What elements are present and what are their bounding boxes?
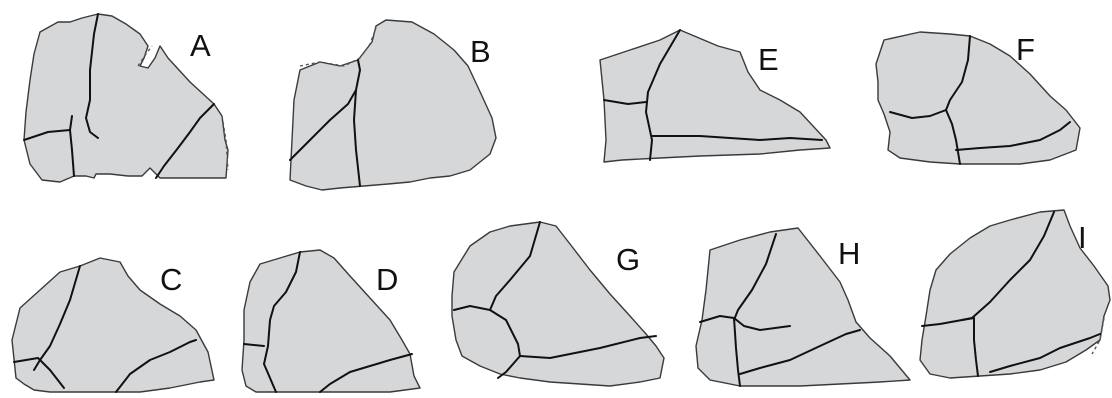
- panel-label-c: C: [160, 262, 182, 297]
- fragment-d: D: [242, 250, 420, 392]
- panel-label-a: A: [190, 28, 211, 63]
- fragment-h: H: [696, 228, 910, 386]
- fragment-i: I: [920, 210, 1110, 378]
- panel-label-h: H: [838, 236, 860, 271]
- panel-label-b: B: [470, 34, 491, 69]
- panel-label-e: E: [758, 42, 779, 77]
- panel-label-i: I: [1078, 220, 1087, 255]
- panel-label-f: F: [1016, 32, 1035, 67]
- fragment-a: A: [24, 14, 228, 182]
- panel-label-d: D: [376, 262, 398, 297]
- fragment-c: C: [12, 258, 214, 392]
- panel-label-g: G: [616, 242, 640, 277]
- fragment-f: F: [876, 32, 1080, 164]
- fragment-g: G: [452, 222, 664, 386]
- fragment-b: B: [290, 20, 496, 190]
- fragment-e: E: [600, 30, 830, 162]
